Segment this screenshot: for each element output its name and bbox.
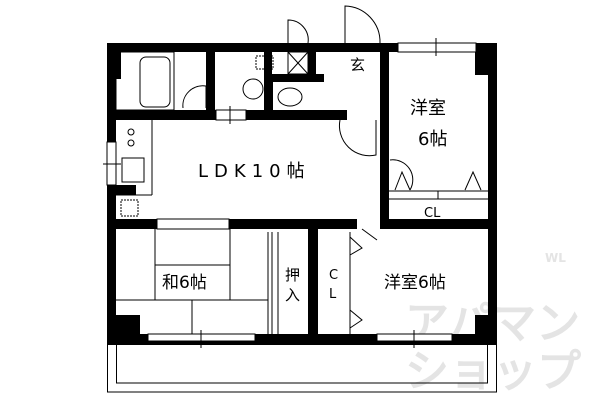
label-western-room-1-size: 6帖	[418, 129, 447, 150]
watermark-line2: ショップ	[405, 346, 581, 397]
bath-door	[182, 85, 207, 109]
room-labels: 玄 洋室 6帖 CL LDK10帖 和6帖 押 入 C L 洋室6帖	[162, 56, 447, 304]
label-oshiire-1: 押	[285, 266, 300, 284]
windows	[103, 38, 477, 348]
label-western-room-1: 洋室	[410, 98, 446, 119]
label-entrance: 玄	[350, 56, 365, 74]
pipe-shaft	[287, 51, 309, 75]
label-western-room-2: 洋室6帖	[384, 273, 446, 293]
toilet-icon	[277, 87, 303, 107]
label-closet-c: C	[329, 268, 338, 283]
fixtures	[115, 5, 488, 334]
bathtub	[139, 56, 171, 108]
ldk-door	[338, 119, 377, 157]
watermark-small: WL	[545, 251, 566, 265]
label-ldk: LDK10帖	[198, 161, 311, 182]
label-oshiire-2: 入	[285, 286, 300, 304]
label-closet-1: CL	[424, 206, 441, 221]
label-japanese-room: 和6帖	[162, 273, 207, 293]
label-closet-l: L	[329, 287, 337, 302]
entry-door	[344, 5, 381, 44]
